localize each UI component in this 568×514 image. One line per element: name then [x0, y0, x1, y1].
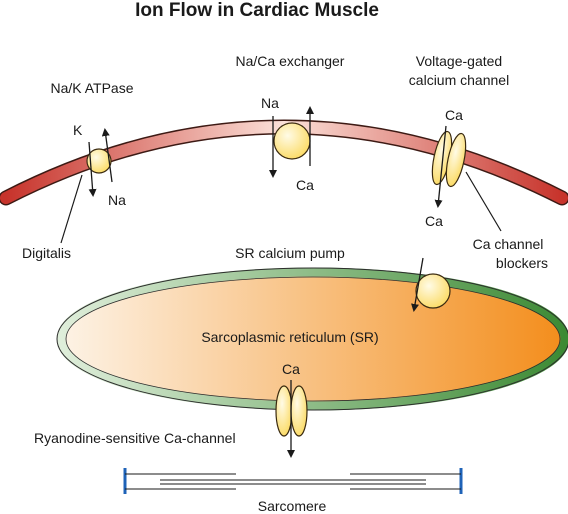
na-outflow-arrow [101, 128, 113, 183]
voltage-gated-label-line2: calcium channel [409, 72, 509, 88]
ca-ion-label-exchanger: Ca [296, 177, 314, 193]
sr-label: Sarcoplasmic reticulum (SR) [201, 329, 378, 345]
sr-outer-edge [56, 267, 568, 411]
ca-ion-label-ryr: Ca [282, 361, 300, 377]
na-k-atpase-label: Na/K ATPase [50, 80, 133, 96]
k-ion-label: K [73, 122, 83, 138]
ca-uptake-arrow [411, 257, 424, 312]
diagram-title: Ion Flow in Cardiac Muscle [135, 0, 379, 21]
ca-inflow-arrow-vg [434, 125, 447, 208]
k-inflow-arrow [88, 141, 97, 197]
digitalis-pointer [60, 174, 83, 244]
sr-calcium-pump-label: SR calcium pump [235, 245, 345, 261]
voltage-gated-label-line1: Voltage-gated [416, 53, 502, 69]
sarcomere-label: Sarcomere [258, 498, 327, 514]
ryanodine-channel-label: Ryanodine-sensitive Ca-channel [34, 430, 236, 446]
na-ca-exchanger-label: Na/Ca exchanger [236, 53, 345, 69]
digitalis-label: Digitalis [22, 245, 71, 261]
ca-channel-blockers-pointer [465, 171, 502, 232]
ca-channel-blockers-label-line1: Ca channel [473, 236, 544, 252]
ca-ion-label-vg-top: Ca [445, 107, 463, 123]
na-k-atpase-pump [86, 148, 112, 174]
voltage-gated-channel-right [445, 132, 467, 188]
ryanodine-channel-left [275, 385, 293, 437]
ca-channel-blockers-label-line2: blockers [496, 255, 548, 271]
na-ca-exchanger [273, 122, 311, 160]
ryanodine-channel-right [290, 385, 308, 437]
sr-calcium-pump [415, 273, 451, 309]
sr-inner-edge [65, 276, 561, 402]
na-ion-label-pump: Na [108, 192, 126, 208]
ca-ion-label-vg-bottom: Ca [425, 213, 443, 229]
na-ion-label-exchanger: Na [261, 95, 279, 111]
